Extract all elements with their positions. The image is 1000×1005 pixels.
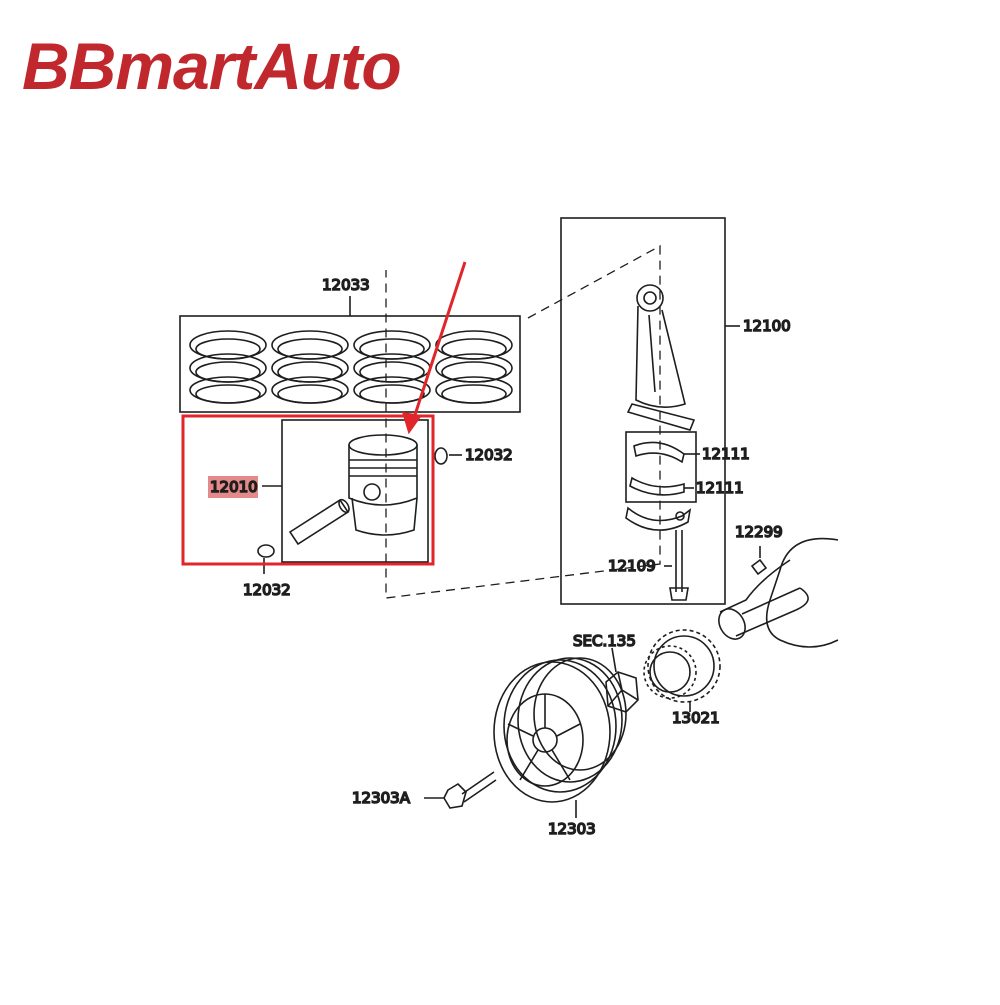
snap-ring-left-icon — [257, 544, 275, 574]
dashed-guide-lines — [385, 244, 661, 599]
piston-ring-set — [179, 296, 521, 413]
label-connecting-rod: 12100 — [743, 317, 791, 335]
snap-ring-right-icon — [434, 447, 462, 465]
highlight-box — [181, 414, 435, 566]
callout-arrow — [402, 261, 467, 435]
bearing-upper-icon — [633, 441, 685, 464]
label-snap-ring-right: 12032 — [465, 446, 513, 464]
label-bearing-upper: 12111 — [702, 445, 750, 463]
bearing-lower-icon — [629, 476, 685, 496]
ring-pack-3 — [353, 330, 431, 404]
label-section-ref: SEC.135 — [573, 632, 636, 650]
label-pulley-bolt: 12303A — [352, 789, 411, 807]
ring-pack-2 — [271, 330, 349, 404]
label-piston-rings: 12033 — [322, 276, 370, 294]
crank-sprocket-icon — [643, 629, 721, 712]
brand-logo: BBmartAuto — [22, 29, 402, 103]
rod-cap-icon — [625, 506, 692, 531]
label-crank-key: 12299 — [735, 523, 783, 541]
pulley-bolt-icon — [424, 771, 497, 809]
hex-nut-icon — [605, 647, 639, 713]
piston-icon — [348, 434, 418, 536]
part-number-highlight — [208, 476, 258, 498]
label-bearing-lower: 12111 — [696, 479, 744, 497]
connecting-rod-box — [560, 217, 740, 605]
crank-pulley-icon — [493, 657, 627, 818]
label-snap-ring-left: 12032 — [243, 581, 291, 599]
rod-bolt-icon — [664, 530, 689, 601]
label-rod-bolt: 12109 — [608, 557, 656, 575]
piston-assembly — [257, 419, 462, 574]
crankshaft-icon — [718, 537, 839, 648]
ring-pack-4 — [435, 330, 513, 404]
label-crank-sprocket: 13021 — [672, 709, 720, 727]
label-piston-assembly: 12010 — [210, 478, 258, 496]
crank-key-icon — [750, 546, 768, 576]
ring-pack-1 — [189, 330, 267, 404]
label-crank-pulley: 12303 — [548, 820, 596, 838]
piston-pin-icon — [288, 498, 350, 546]
connecting-rod-icon — [626, 284, 696, 431]
